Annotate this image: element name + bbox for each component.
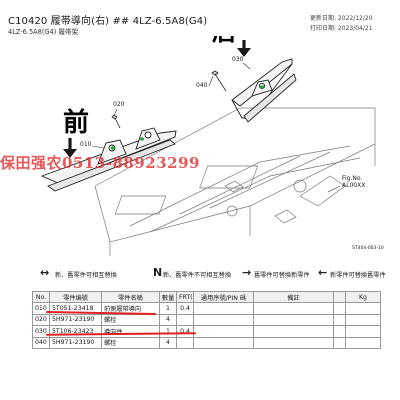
- arrow-rear: [237, 40, 251, 57]
- cell-pin: [193, 336, 254, 349]
- label-front: 前: [63, 107, 89, 138]
- cell-part-name: 螺栓: [101, 313, 160, 327]
- print-date: 打印日期: 2023/04/21: [310, 25, 373, 32]
- cell-mark: [333, 325, 346, 338]
- legend-text-interchangeable: 新、舊零件可相互替換: [55, 272, 117, 279]
- cell-pin: [193, 313, 254, 327]
- callout-040: 040: [196, 82, 208, 89]
- bolt-020: [111, 114, 121, 129]
- cell-no: 040: [32, 336, 50, 349]
- label-rear: 后: [212, 36, 236, 46]
- cell-kg: [345, 302, 381, 315]
- cell-part-name: 螺栓: [101, 336, 160, 349]
- col-header-mark: [333, 290, 346, 304]
- legend-text-old-replaces-new: 舊零件可替換新零件: [254, 272, 310, 279]
- legend-icon-old-replaces-new: →: [242, 266, 252, 279]
- col-header-pin: 通用序號/PIN 碼: [193, 290, 254, 304]
- leader-lines: [91, 62, 341, 193]
- cell-frt: [176, 313, 194, 327]
- cell-part-number: 5H971-23190: [49, 336, 102, 349]
- cell-part-number: 5H971-23190: [49, 313, 102, 327]
- cell-kg: [345, 336, 381, 349]
- col-header-remarks: 備註: [253, 290, 334, 304]
- cell-no: 020: [32, 313, 50, 327]
- page-title: C10420 履帯導向(右) ## 4LZ-6.5A8(G4): [8, 16, 208, 27]
- callout-020: 020: [113, 101, 125, 108]
- rear-track-guide: [231, 58, 297, 123]
- col-header-quantity: 數量: [159, 290, 177, 304]
- fig-no-label: Fig.No.: [342, 175, 362, 182]
- page-subtitle: 4LZ-6.5A8(G4) 履帯架: [8, 28, 79, 36]
- table-row[interactable]: 040 5H971-23190 螺栓 4: [32, 336, 381, 349]
- table-header-row: No. 零件编號 零件名稱 數量 FRT(h) 通用序號/PIN 碼 備註 Kg: [32, 290, 381, 304]
- front-track-guide: [40, 127, 177, 192]
- green-highlight-rear: [259, 85, 265, 89]
- green-highlight-front: [110, 137, 144, 150]
- col-header-no: No.: [32, 290, 50, 304]
- cell-quantity: 4: [159, 336, 177, 349]
- table-row[interactable]: 030 5T106-23423 導向件 1 0.4: [32, 325, 381, 338]
- watermark-text: 保田强农0513-88923299: [0, 154, 200, 172]
- cell-remarks: [253, 302, 334, 315]
- cell-quantity: 1: [159, 302, 177, 315]
- cell-mark: [333, 336, 346, 349]
- cell-mark: [333, 302, 346, 315]
- cell-frt: 0.4: [176, 302, 194, 315]
- drawing-code: ST404-003-10: [352, 245, 384, 251]
- col-header-frt: FRT(h): [176, 290, 194, 304]
- col-header-part-number: 零件编號: [49, 290, 102, 304]
- callout-010: 010: [80, 141, 92, 148]
- parts-table: No. 零件编號 零件名稱 數量 FRT(h) 通用序號/PIN 碼 備註 Kg…: [32, 290, 381, 349]
- legend-text-new-replaces-old: 新零件可替換舊零件: [330, 272, 386, 279]
- cell-remarks: [253, 336, 334, 349]
- cell-frt: [176, 336, 194, 349]
- table-row[interactable]: 020 5H971-23190 螺栓 4: [32, 313, 381, 327]
- cell-remarks: [253, 313, 334, 327]
- cell-mark: [333, 313, 346, 327]
- bolt-040: [211, 70, 227, 92]
- fig-no-code: AL00XX: [342, 182, 365, 189]
- cell-part-name: 導向件: [101, 325, 160, 338]
- arrow-front: [63, 138, 77, 158]
- cell-kg: [345, 325, 381, 338]
- col-header-part-name: 零件名稱: [101, 290, 160, 304]
- legend-icon-interchangeable: ↔: [40, 266, 50, 279]
- callout-030: 030: [232, 56, 244, 63]
- legend-icon-new-replaces-old: ←: [318, 266, 328, 279]
- cell-kg: [345, 313, 381, 327]
- updated-date: 更新日期: 2022/12/20: [310, 15, 373, 22]
- cell-quantity: 1: [159, 325, 177, 338]
- exploded-diagram: 前 后 010 020 030 040 Fig.No. AL00XX ST404…: [40, 36, 384, 256]
- cell-remarks: [253, 325, 334, 338]
- cell-quantity: 4: [159, 313, 177, 327]
- chassis-frame: [94, 107, 376, 256]
- legend-icon-not-interchangeable: N: [153, 266, 163, 279]
- interchange-legend: ↔ 新、舊零件可相互替換 N 新、舊零件不可相互替換 → 舊零件可替換新零件 ←…: [0, 266, 400, 282]
- cell-pin: [193, 325, 254, 338]
- legend-text-not-interchangeable: 新、舊零件不可相互替換: [163, 272, 232, 279]
- col-header-kg: Kg: [345, 290, 381, 304]
- cell-pin: [193, 302, 254, 315]
